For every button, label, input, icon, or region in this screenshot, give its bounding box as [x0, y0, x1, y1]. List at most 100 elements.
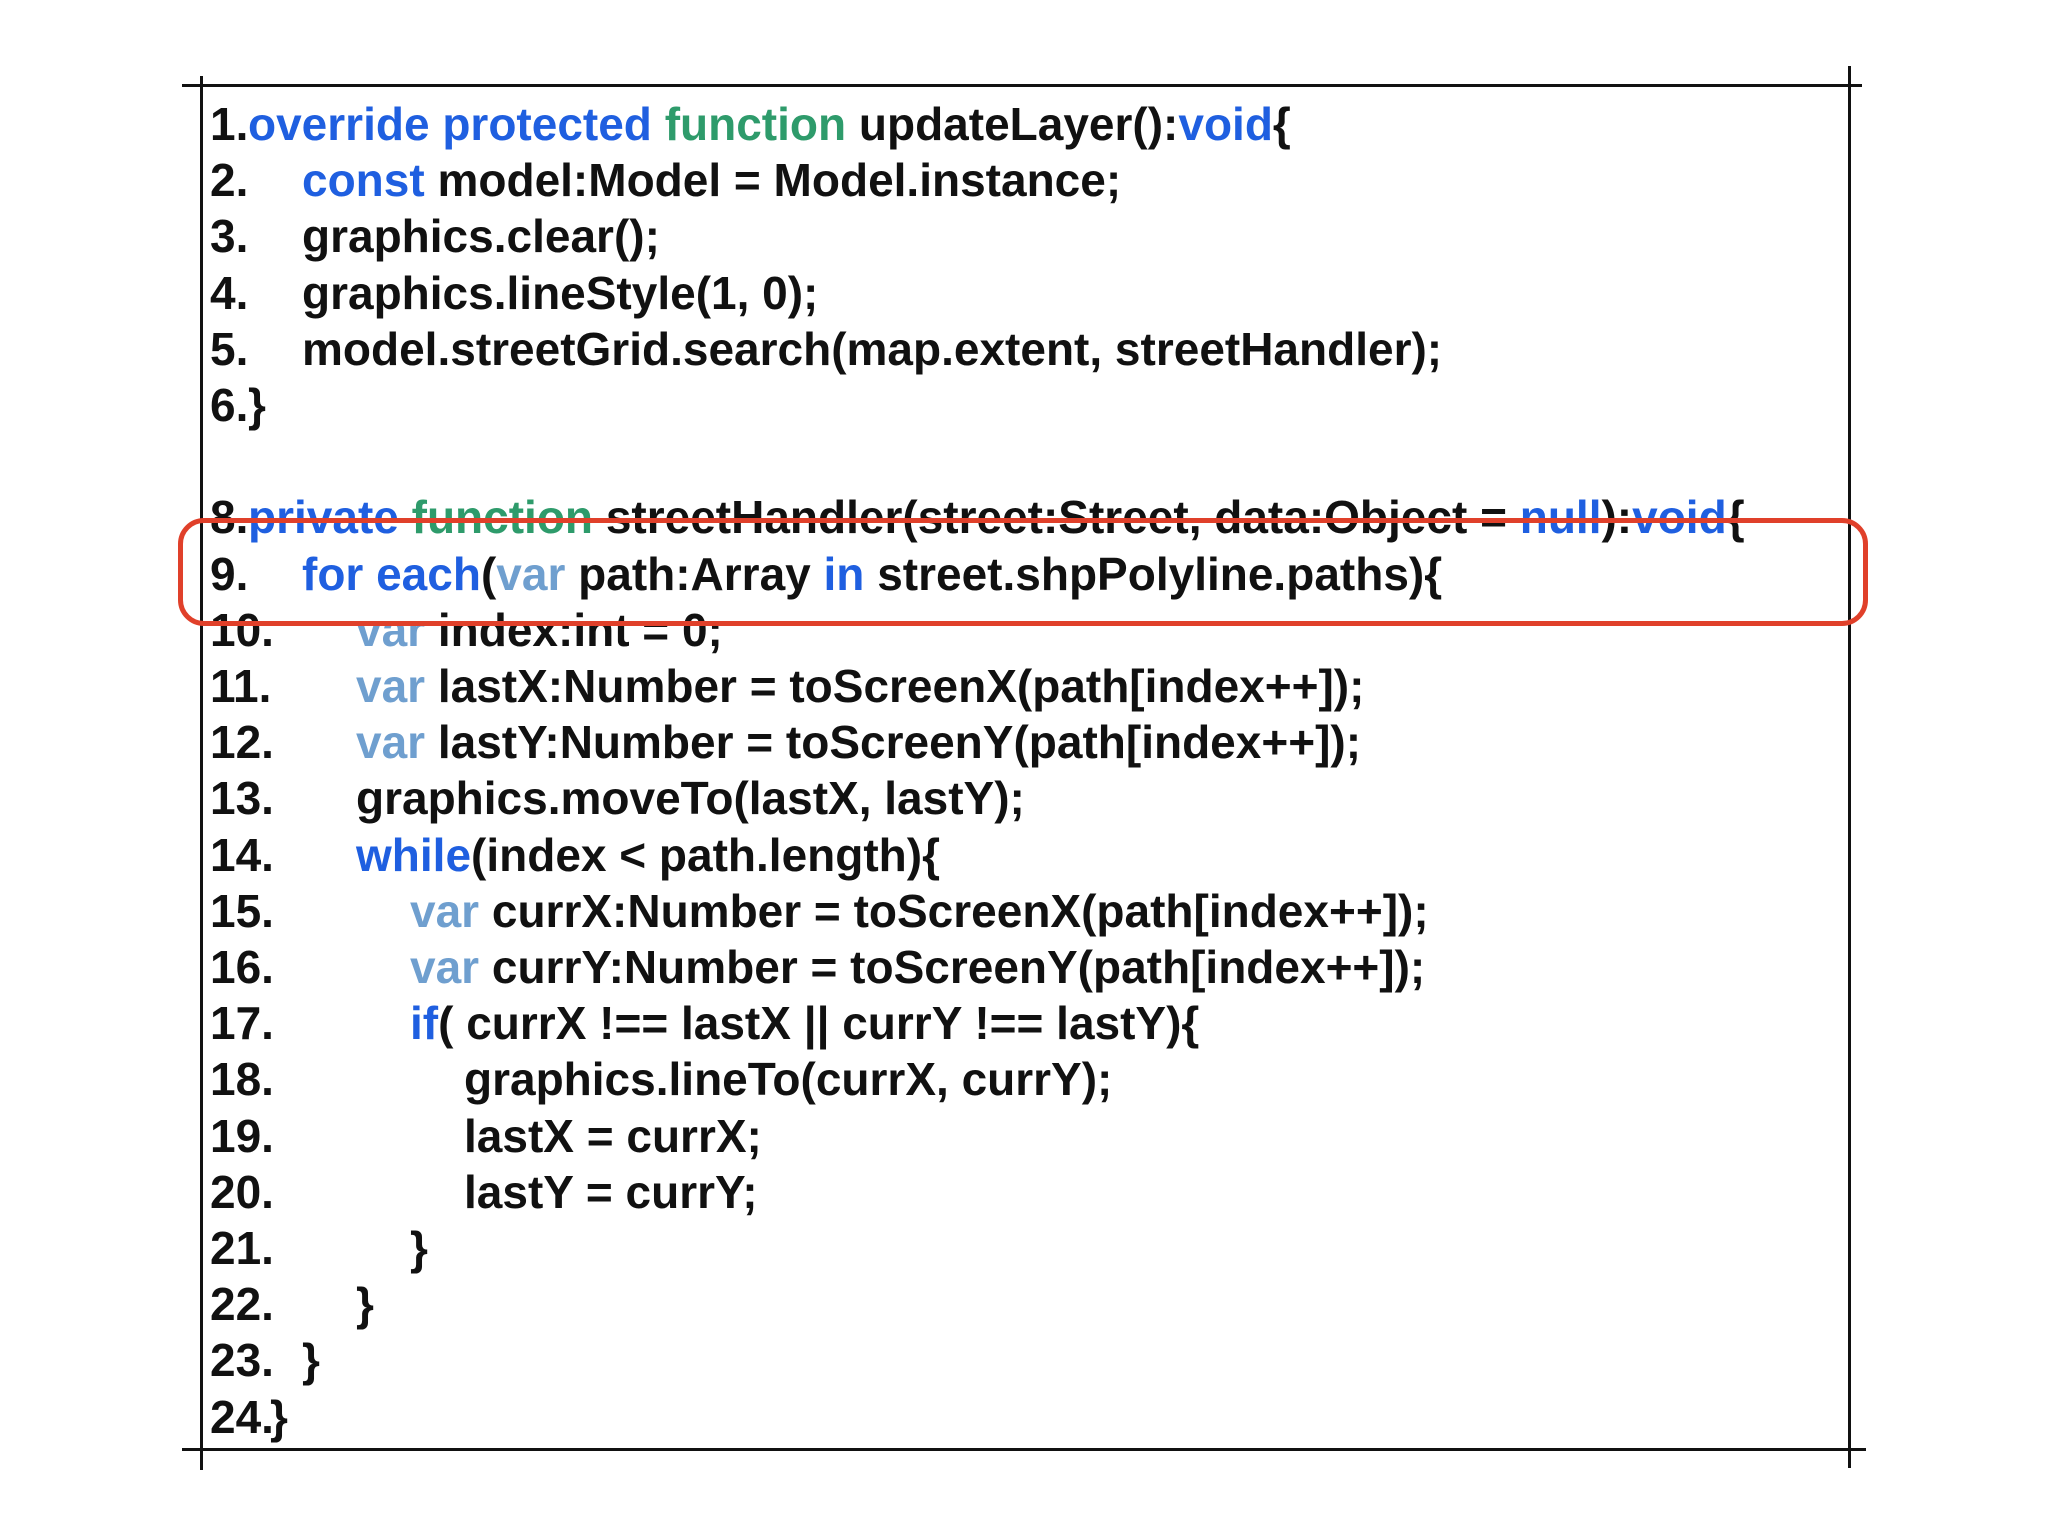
code-text: }	[270, 1389, 288, 1445]
line-number: 15.	[210, 884, 274, 937]
line-number: 2.	[210, 154, 249, 207]
code-keyword: var	[356, 716, 426, 769]
code-text: while(index < path.length){	[356, 827, 940, 883]
line-number: 3.	[210, 210, 249, 263]
code-keyword: in	[823, 547, 865, 600]
code-token: }	[302, 1334, 320, 1387]
line-number: 14.	[210, 828, 274, 881]
code-token: (index < path.length){	[471, 828, 940, 881]
code-keyword: var	[356, 603, 426, 656]
code-keyword: override	[248, 98, 430, 150]
line-number: 24.	[210, 1390, 274, 1443]
code-token: }	[356, 1278, 374, 1331]
code-text: }	[356, 1276, 374, 1332]
line-number: 13.	[210, 772, 274, 825]
code-keyword: void	[1178, 98, 1273, 150]
line-number: 12.	[210, 716, 274, 769]
code-keyword: const	[302, 154, 425, 207]
frame-left-border	[200, 76, 203, 1470]
line-number: 22.	[210, 1278, 274, 1331]
code-text: var lastX:Number = toScreenX(path[index+…	[356, 658, 1364, 714]
code-token: {	[1272, 98, 1291, 150]
code-token: graphics.moveTo(lastX, lastY);	[356, 772, 1025, 825]
code-token: {	[1726, 491, 1745, 544]
code-token: model:Model = Model.instance;	[424, 154, 1122, 207]
code-keyword: function	[664, 98, 847, 150]
code-token	[430, 98, 443, 150]
code-token	[652, 98, 665, 150]
code-text: private function streetHandler(street:St…	[248, 489, 1745, 545]
code-keyword: var	[496, 547, 566, 600]
code-token: currX:Number = toScreenX(path[index++]);	[479, 884, 1429, 937]
code-text: }	[248, 377, 266, 433]
line-number: 23.	[210, 1334, 274, 1387]
code-keyword: for each	[302, 547, 481, 600]
code-token: graphics.clear();	[302, 210, 660, 263]
line-number: 17.	[210, 997, 274, 1050]
code-text: override protected function updateLayer(…	[248, 96, 1291, 152]
line-number: 9.	[210, 547, 249, 600]
code-text: var index:int = 0;	[356, 602, 723, 658]
code-keyword: void	[1632, 491, 1727, 544]
code-token: (	[480, 547, 497, 600]
code-token: ):	[1601, 491, 1633, 544]
code-keyword: if	[410, 997, 439, 1050]
code-text: graphics.lineStyle(1, 0);	[302, 265, 818, 321]
highlight-box	[178, 518, 1868, 626]
line-number: 10.	[210, 603, 274, 656]
code-keyword: while	[356, 828, 472, 881]
code-listing: 1.override protected function updateLaye…	[210, 96, 1850, 1456]
code-text: for each(var path:Array in street.shpPol…	[302, 546, 1442, 602]
code-token: }	[248, 379, 266, 431]
line-number: 19.	[210, 1109, 274, 1162]
code-text: graphics.moveTo(lastX, lastY);	[356, 770, 1025, 826]
code-text: var lastY:Number = toScreenY(path[index+…	[356, 714, 1361, 770]
code-token: path:Array	[565, 547, 824, 600]
code-token: }	[270, 1390, 288, 1443]
line-number: 8.	[210, 491, 249, 544]
line-number: 18.	[210, 1053, 274, 1106]
line-number: 16.	[210, 941, 274, 993]
code-keyword: null	[1519, 491, 1602, 544]
frame-bottom-border	[182, 1448, 1866, 1451]
code-token: lastX = currX;	[464, 1109, 762, 1162]
code-token: streetHandler(street:Street, data:Object…	[593, 491, 1520, 544]
code-text: lastY = currY;	[464, 1164, 758, 1220]
code-token: lastX:Number = toScreenX(path[index++]);	[425, 660, 1365, 712]
code-text: }	[410, 1220, 428, 1276]
code-text: graphics.clear();	[302, 208, 660, 264]
code-keyword: var	[410, 941, 480, 993]
code-text: var currY:Number = toScreenY(path[index+…	[410, 939, 1425, 995]
code-text: model.streetGrid.search(map.extent, stre…	[302, 321, 1442, 377]
code-token: graphics.lineStyle(1, 0);	[302, 266, 819, 319]
code-token: updateLayer():	[846, 98, 1179, 150]
code-text: graphics.lineTo(currX, currY);	[464, 1051, 1112, 1107]
code-token: street.shpPolyline.paths){	[864, 547, 1443, 600]
code-token: graphics.lineTo(currX, currY);	[464, 1053, 1113, 1106]
line-number: 4.	[210, 266, 249, 319]
code-keyword: function	[411, 491, 594, 544]
code-text: const model:Model = Model.instance;	[302, 152, 1121, 208]
code-token: lastY:Number = toScreenY(path[index++]);	[425, 716, 1362, 769]
line-number: 1.	[210, 98, 249, 150]
code-text: }	[302, 1332, 320, 1388]
frame-top-border	[182, 84, 1862, 87]
code-keyword: protected	[442, 98, 652, 150]
line-number: 21.	[210, 1222, 274, 1274]
code-token: index:int = 0;	[425, 603, 723, 656]
code-text: if( currX !== lastX || currY !== lastY){	[410, 995, 1199, 1051]
code-text: var currX:Number = toScreenX(path[index+…	[410, 883, 1429, 939]
line-number: 20.	[210, 1165, 274, 1218]
code-token: lastY = currY;	[464, 1165, 758, 1218]
line-number: 6.	[210, 379, 249, 431]
line-number: 5.	[210, 322, 249, 375]
code-token: model.streetGrid.search(map.extent, stre…	[302, 322, 1443, 375]
frame-right-border	[1848, 66, 1851, 1468]
code-token: }	[410, 1222, 428, 1274]
code-text: lastX = currX;	[464, 1108, 762, 1164]
line-number: 11.	[210, 660, 272, 712]
code-keyword: private	[248, 491, 399, 544]
code-keyword: var	[356, 660, 426, 712]
code-token: ( currX !== lastX || currY !== lastY){	[438, 997, 1200, 1050]
code-token: currY:Number = toScreenY(path[index++]);	[479, 941, 1426, 993]
